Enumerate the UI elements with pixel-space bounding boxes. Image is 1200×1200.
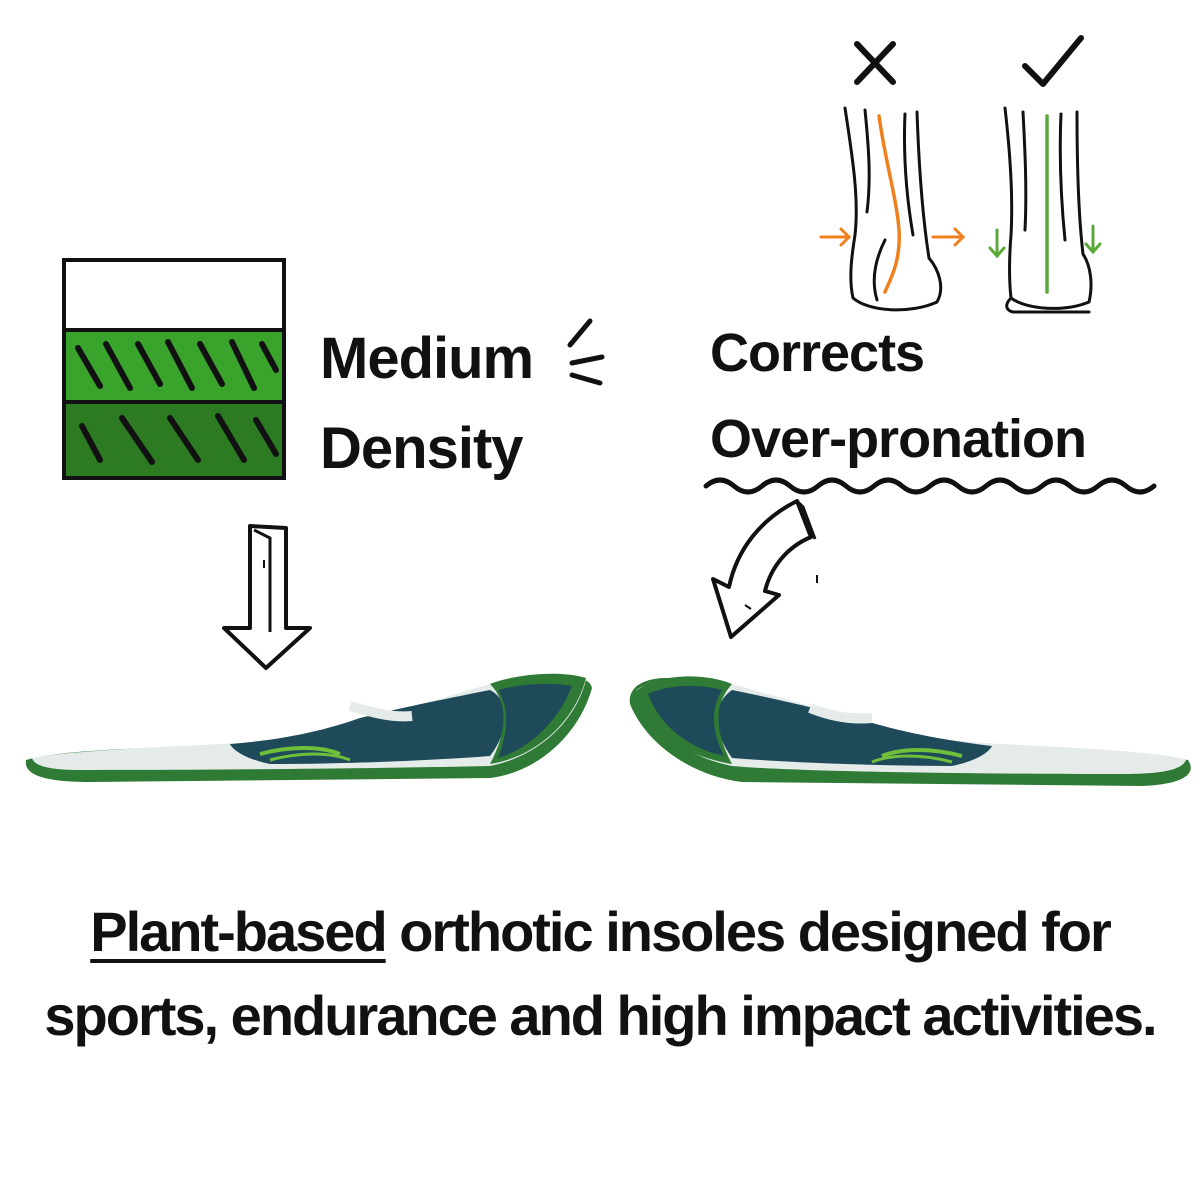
layered-foam-icon xyxy=(62,258,286,480)
tagline-line1: Plant-based orthotic insoles designed fo… xyxy=(0,890,1200,974)
feet-alignment-icon xyxy=(819,35,1102,314)
tagline-highlight: Plant-based xyxy=(90,900,387,963)
density-label-line2: Density xyxy=(320,416,524,481)
tagline-line2: sports, endurance and high impact activi… xyxy=(44,984,1157,1047)
emphasis-marks-icon xyxy=(567,318,605,386)
wavy-underline xyxy=(703,477,1157,495)
tagline-line1-rest: orthotic insoles designed for xyxy=(385,900,1112,963)
tagline: Plant-based orthotic insoles designed fo… xyxy=(0,890,1200,1058)
down-arrow-icon xyxy=(222,524,312,670)
insole-image-left xyxy=(25,673,592,782)
curved-arrow-icon xyxy=(711,499,818,639)
pronation-label-line1: Corrects xyxy=(710,323,925,383)
insole-image-right xyxy=(629,676,1191,786)
pronation-label-line2: Over-pronation xyxy=(710,409,1087,469)
density-label-line1: Medium xyxy=(320,326,534,391)
